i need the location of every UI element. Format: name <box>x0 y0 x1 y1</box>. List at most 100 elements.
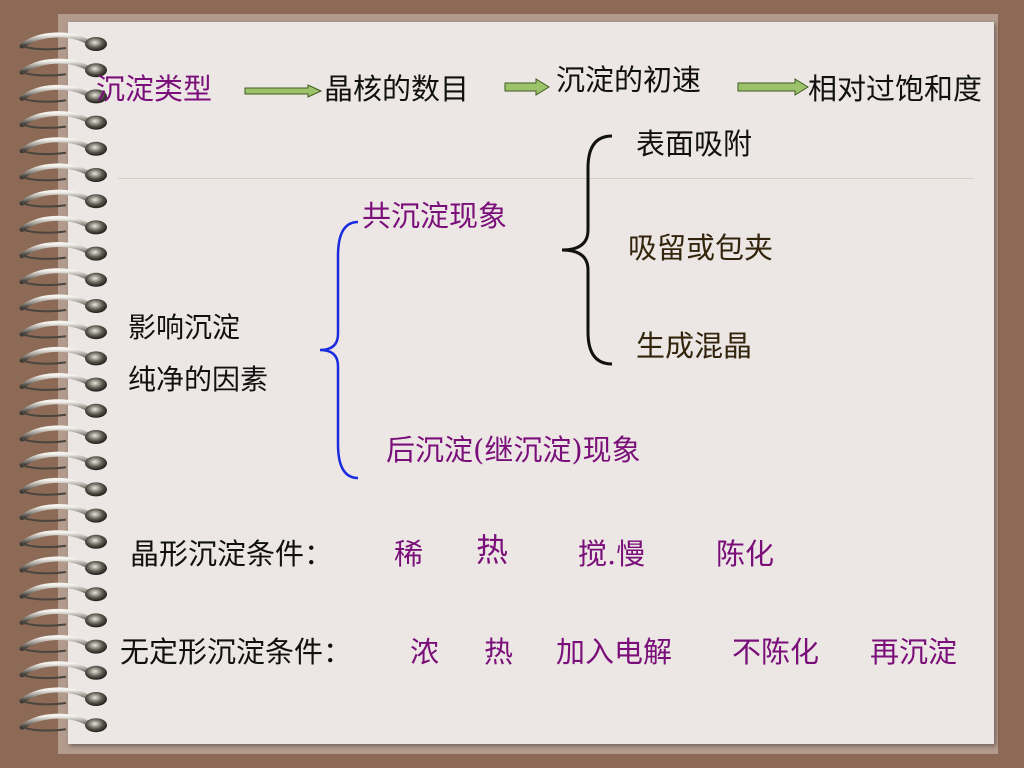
binding-hole <box>85 246 107 261</box>
binding-hole <box>85 194 107 209</box>
postprecipitation-label: 后沉淀(继沉淀)现象 <box>386 433 641 467</box>
coprecipitation-label: 共沉淀现象 <box>362 199 508 233</box>
arrow-right-icon <box>244 84 322 98</box>
occlusion-label: 吸留或包夹 <box>628 231 774 265</box>
spiral-coil-back <box>21 673 67 680</box>
crystalline-condition-aging: 陈化 <box>716 537 775 571</box>
spiral-coil <box>19 84 91 101</box>
binding-hole <box>85 639 107 654</box>
spiral-coil-back <box>21 307 67 313</box>
spiral-coil-back <box>21 280 67 287</box>
spiral-coil <box>19 451 91 468</box>
blue-brace-icon <box>319 220 359 480</box>
spiral-coil <box>19 687 91 704</box>
spiral-coil-back <box>21 385 67 391</box>
spiral-coil-back <box>21 700 67 706</box>
spiral-coil-back <box>21 176 67 182</box>
binding-hole <box>85 351 107 366</box>
amorphous-conditions-label: 无定形沉淀条件： <box>120 635 353 669</box>
binding-hole <box>85 299 107 313</box>
spiral-coil <box>19 608 91 625</box>
binding-hole <box>85 325 107 340</box>
spiral-binding-icon <box>19 32 107 733</box>
spiral-coil <box>19 635 91 652</box>
spiral-coil <box>19 215 91 232</box>
mixed-crystal-label: 生成混晶 <box>636 329 753 363</box>
amorphous-condition-no-aging: 不陈化 <box>732 635 820 669</box>
spiral-coil <box>19 504 91 521</box>
spiral-coil-back <box>21 595 67 601</box>
binding-hole <box>85 272 107 287</box>
crystalline-conditions-label: 晶形沉淀条件： <box>130 537 334 571</box>
spiral-coil-back <box>21 726 67 732</box>
spiral-coil-back <box>21 516 67 522</box>
spiral-coil-back <box>21 569 67 575</box>
spiral-coil-back <box>21 438 67 444</box>
binding-hole <box>85 89 107 104</box>
flow-step-initial-rate: 沉淀的初速 <box>556 63 702 97</box>
binding-hole <box>85 665 107 680</box>
amorphous-condition-concentrated: 浓 <box>410 635 440 669</box>
purity-factors-line2: 纯净的因素 <box>128 363 269 396</box>
spiral-coil <box>19 373 91 390</box>
spiral-coil <box>19 530 91 547</box>
arrow-right-icon <box>504 78 550 96</box>
spiral-coil <box>19 661 91 678</box>
amorphous-condition-add-electrolyte: 加入电解 <box>556 635 673 669</box>
binding-hole <box>85 220 107 235</box>
binding-hole <box>85 377 107 392</box>
spiral-coil-back <box>21 464 67 470</box>
spiral-coil-back <box>21 71 67 77</box>
divider-line <box>118 178 974 179</box>
binding-hole <box>85 430 107 444</box>
binding-hole <box>85 168 107 182</box>
spiral-coil <box>19 242 91 259</box>
spiral-coil <box>19 268 91 285</box>
spiral-coil-back <box>21 123 67 129</box>
crystalline-condition-stir-slow: 搅.慢 <box>578 537 646 571</box>
spiral-coil <box>19 346 91 363</box>
binding-hole <box>85 534 107 549</box>
binding-hole <box>85 508 107 523</box>
spiral-coil <box>19 320 91 337</box>
spiral-coil <box>19 58 91 75</box>
purity-factors-line1: 影响沉淀 <box>128 311 241 344</box>
spiral-coil <box>19 477 91 494</box>
crystalline-condition-hot: 热 <box>476 531 509 569</box>
surface-adsorption-label: 表面吸附 <box>636 127 753 161</box>
binding-hole <box>85 115 107 130</box>
spiral-coil-back <box>21 542 67 549</box>
flow-step-precipitate-type: 沉淀类型 <box>96 72 213 106</box>
spiral-coil-back <box>21 333 67 339</box>
spiral-coil <box>19 294 91 311</box>
black-brace-icon <box>561 134 613 366</box>
flow-step-relative-supersaturation: 相对过饱和度 <box>808 72 983 106</box>
spiral-coil-back <box>21 411 67 418</box>
spiral-coil <box>19 111 91 128</box>
spiral-coil-back <box>21 45 67 51</box>
binding-hole <box>85 63 107 78</box>
spiral-coil <box>19 713 91 730</box>
arrow-right-icon <box>737 78 809 96</box>
spiral-coil-back <box>21 228 67 234</box>
amorphous-condition-reprecipitate: 再沉淀 <box>870 635 958 669</box>
spiral-coil-back <box>21 254 67 260</box>
notebook-page <box>68 22 994 744</box>
spiral-coil <box>19 425 91 442</box>
binding-hole <box>85 613 107 628</box>
spiral-coil <box>19 556 91 573</box>
binding-hole <box>85 456 107 471</box>
spiral-coil <box>19 137 91 154</box>
spiral-coil <box>19 189 91 206</box>
amorphous-condition-hot: 热 <box>484 635 514 669</box>
binding-hole <box>85 692 107 706</box>
spiral-coil-back <box>21 149 67 156</box>
spiral-coil-back <box>21 359 67 365</box>
binding-hole <box>85 482 107 497</box>
spiral-coil-back <box>21 647 67 653</box>
binding-hole <box>85 718 107 733</box>
flow-step-nuclei-number: 晶核的数目 <box>324 72 470 106</box>
binding-hole <box>85 561 107 575</box>
spiral-coil-back <box>21 621 67 627</box>
spiral-coil <box>19 32 91 49</box>
